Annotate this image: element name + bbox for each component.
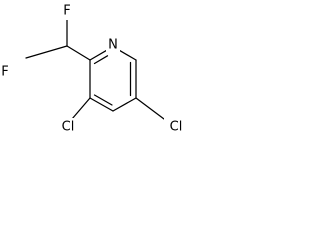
chlorine-left-mask [59,118,79,136]
bond-c2-n [89,49,107,61]
fluorine-left-label: F [1,65,8,80]
bond-c4-c3-double [93,94,113,106]
bond-c4-c3 [89,97,114,112]
nitrogen-mask [106,36,120,54]
nitrogen-label: N [108,38,118,53]
bond-cf2h-f-left [25,45,68,59]
bond-c5-c4 [112,97,137,112]
bond-n-c6 [119,49,137,61]
fluorine-top-label: F [63,4,70,19]
fluorine-left-mask [0,63,12,81]
fluorine-top-mask [62,2,74,20]
bond-c3-cl [71,97,91,120]
chlorine-left-label: Cl [62,120,75,135]
bond-c2-n-double [93,55,109,65]
chlorine-right-mask [164,118,188,136]
bond-c2-cf2h [66,45,91,61]
chemical-structure: N F F Cl Cl [0,2,188,136]
chlorine-right-label: Cl [170,120,183,135]
bond-c5-cl [135,97,165,120]
